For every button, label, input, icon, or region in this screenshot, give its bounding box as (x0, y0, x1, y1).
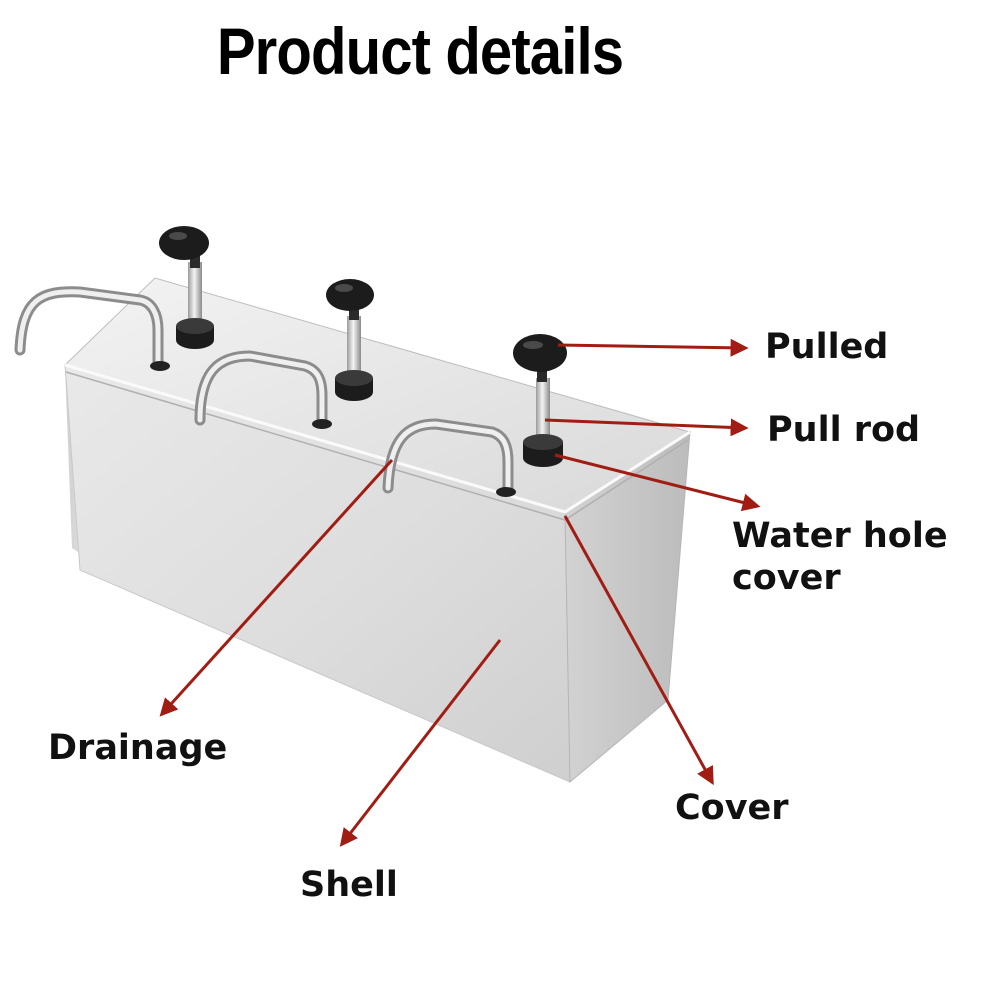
label-shell: Shell (300, 865, 398, 905)
spout-icon (382, 418, 514, 496)
box-rim-edge (65, 371, 689, 521)
pump-knob-icon (326, 279, 374, 401)
arrow-pulled (557, 338, 749, 357)
label-drainage: Drainage (48, 728, 228, 768)
pump-knob-icon (159, 226, 214, 349)
spout-icon (14, 286, 164, 368)
arrow-icon (159, 338, 761, 847)
pump-knob-icon (513, 334, 567, 467)
arrow-drainage (159, 458, 394, 717)
box-rim-highlight (64, 363, 691, 514)
label-water-hole-cover: Water hole cover (732, 516, 948, 598)
page-title: Product details (216, 14, 624, 88)
arrow-pull-rod (544, 418, 749, 437)
label-pulled: Pulled (765, 327, 889, 367)
spout-icon (194, 350, 328, 426)
arrow-water-hole-cover (554, 453, 761, 512)
spout-base-ring (496, 487, 516, 497)
spout-base-ring (150, 361, 170, 371)
spout-base-ring (312, 419, 332, 429)
arrow-shell (339, 639, 502, 847)
label-cover: Cover (675, 788, 789, 828)
label-pull-rod: Pull rod (767, 410, 921, 450)
arrow-cover (563, 515, 714, 786)
